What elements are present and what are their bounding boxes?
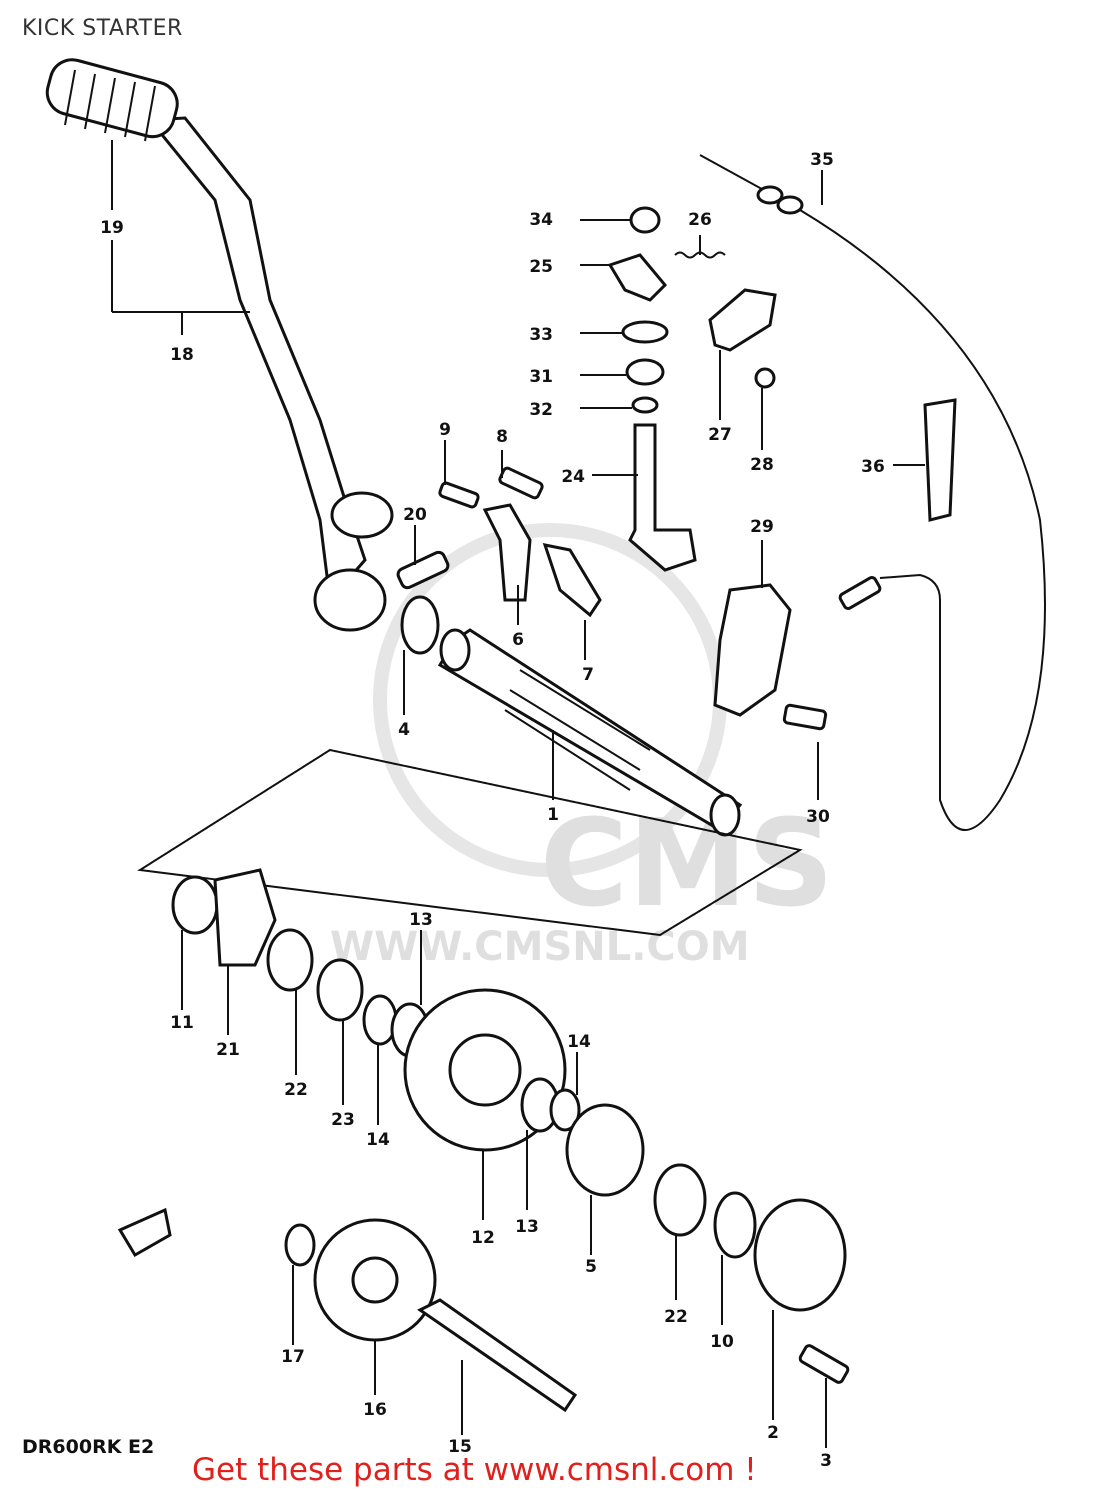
kick-shaft	[437, 628, 743, 837]
callout-8: 8	[496, 427, 508, 447]
leader-lines	[181, 170, 925, 1448]
leader-lines-lever	[111, 140, 250, 335]
decompression-cable	[699, 154, 1046, 831]
callouts: 19 18 34 25 33 31 32 24 26 35 27 28 36 2…	[100, 150, 885, 1471]
callout-26: 26	[688, 210, 712, 230]
callout-20: 20	[403, 505, 427, 525]
screw	[498, 466, 544, 500]
kick-lever	[45, 58, 394, 632]
callout-6: 6	[512, 630, 524, 650]
callout-29: 29	[750, 517, 774, 537]
callout-3: 3	[820, 1451, 832, 1471]
bracket	[713, 583, 792, 717]
model-code: DR600RK E2	[22, 1436, 155, 1458]
callout-9: 9	[439, 420, 451, 440]
oil-seal	[400, 595, 440, 655]
plate	[482, 503, 532, 602]
callout-4: 4	[398, 720, 410, 740]
callout-27: 27	[708, 425, 732, 445]
bolt	[396, 550, 450, 590]
callout-10: 10	[710, 1332, 734, 1352]
callout-1: 1	[547, 805, 559, 825]
callout-17: 17	[281, 1347, 305, 1367]
diagram-title: KICK STARTER	[22, 16, 183, 41]
callout-34: 34	[529, 210, 553, 230]
plate	[542, 543, 602, 618]
bolt	[782, 703, 828, 731]
screw	[438, 481, 480, 509]
callout-25: 25	[529, 257, 553, 277]
callout-21: 21	[216, 1040, 240, 1060]
callout-24: 24	[561, 467, 585, 487]
callout-5: 5	[585, 1257, 597, 1277]
callout-31: 31	[529, 367, 553, 387]
decompression-parts	[607, 206, 777, 572]
callout-14: 14	[567, 1032, 591, 1052]
callout-19: 19	[100, 218, 124, 238]
callout-2: 2	[767, 1423, 779, 1443]
callout-35: 35	[810, 150, 834, 170]
callout-36: 36	[861, 457, 885, 477]
callout-33: 33	[529, 325, 553, 345]
callout-15: 15	[448, 1437, 472, 1457]
callout-13: 13	[409, 910, 433, 930]
callout-28: 28	[750, 455, 774, 475]
callout-22: 22	[664, 1307, 688, 1327]
callout-32: 32	[529, 400, 553, 420]
watermark: CMS WWW.CMSNL.COM	[330, 523, 834, 970]
callout-12: 12	[471, 1228, 495, 1248]
watermark-brand: CMS	[540, 795, 834, 934]
callout-18: 18	[170, 345, 194, 365]
callout-13: 13	[515, 1217, 539, 1237]
gear-assembly	[117, 868, 850, 1413]
callout-7: 7	[582, 665, 594, 685]
callout-22: 22	[284, 1080, 308, 1100]
watermark-url: WWW.CMSNL.COM	[330, 924, 750, 970]
callout-16: 16	[363, 1400, 387, 1420]
cable-guide	[923, 398, 957, 522]
callout-30: 30	[806, 807, 830, 827]
footer-link-text[interactable]: Get these parts at www.cmsnl.com !	[192, 1452, 757, 1488]
callout-14: 14	[366, 1130, 390, 1150]
callout-11: 11	[170, 1013, 194, 1033]
callout-23: 23	[331, 1110, 355, 1130]
